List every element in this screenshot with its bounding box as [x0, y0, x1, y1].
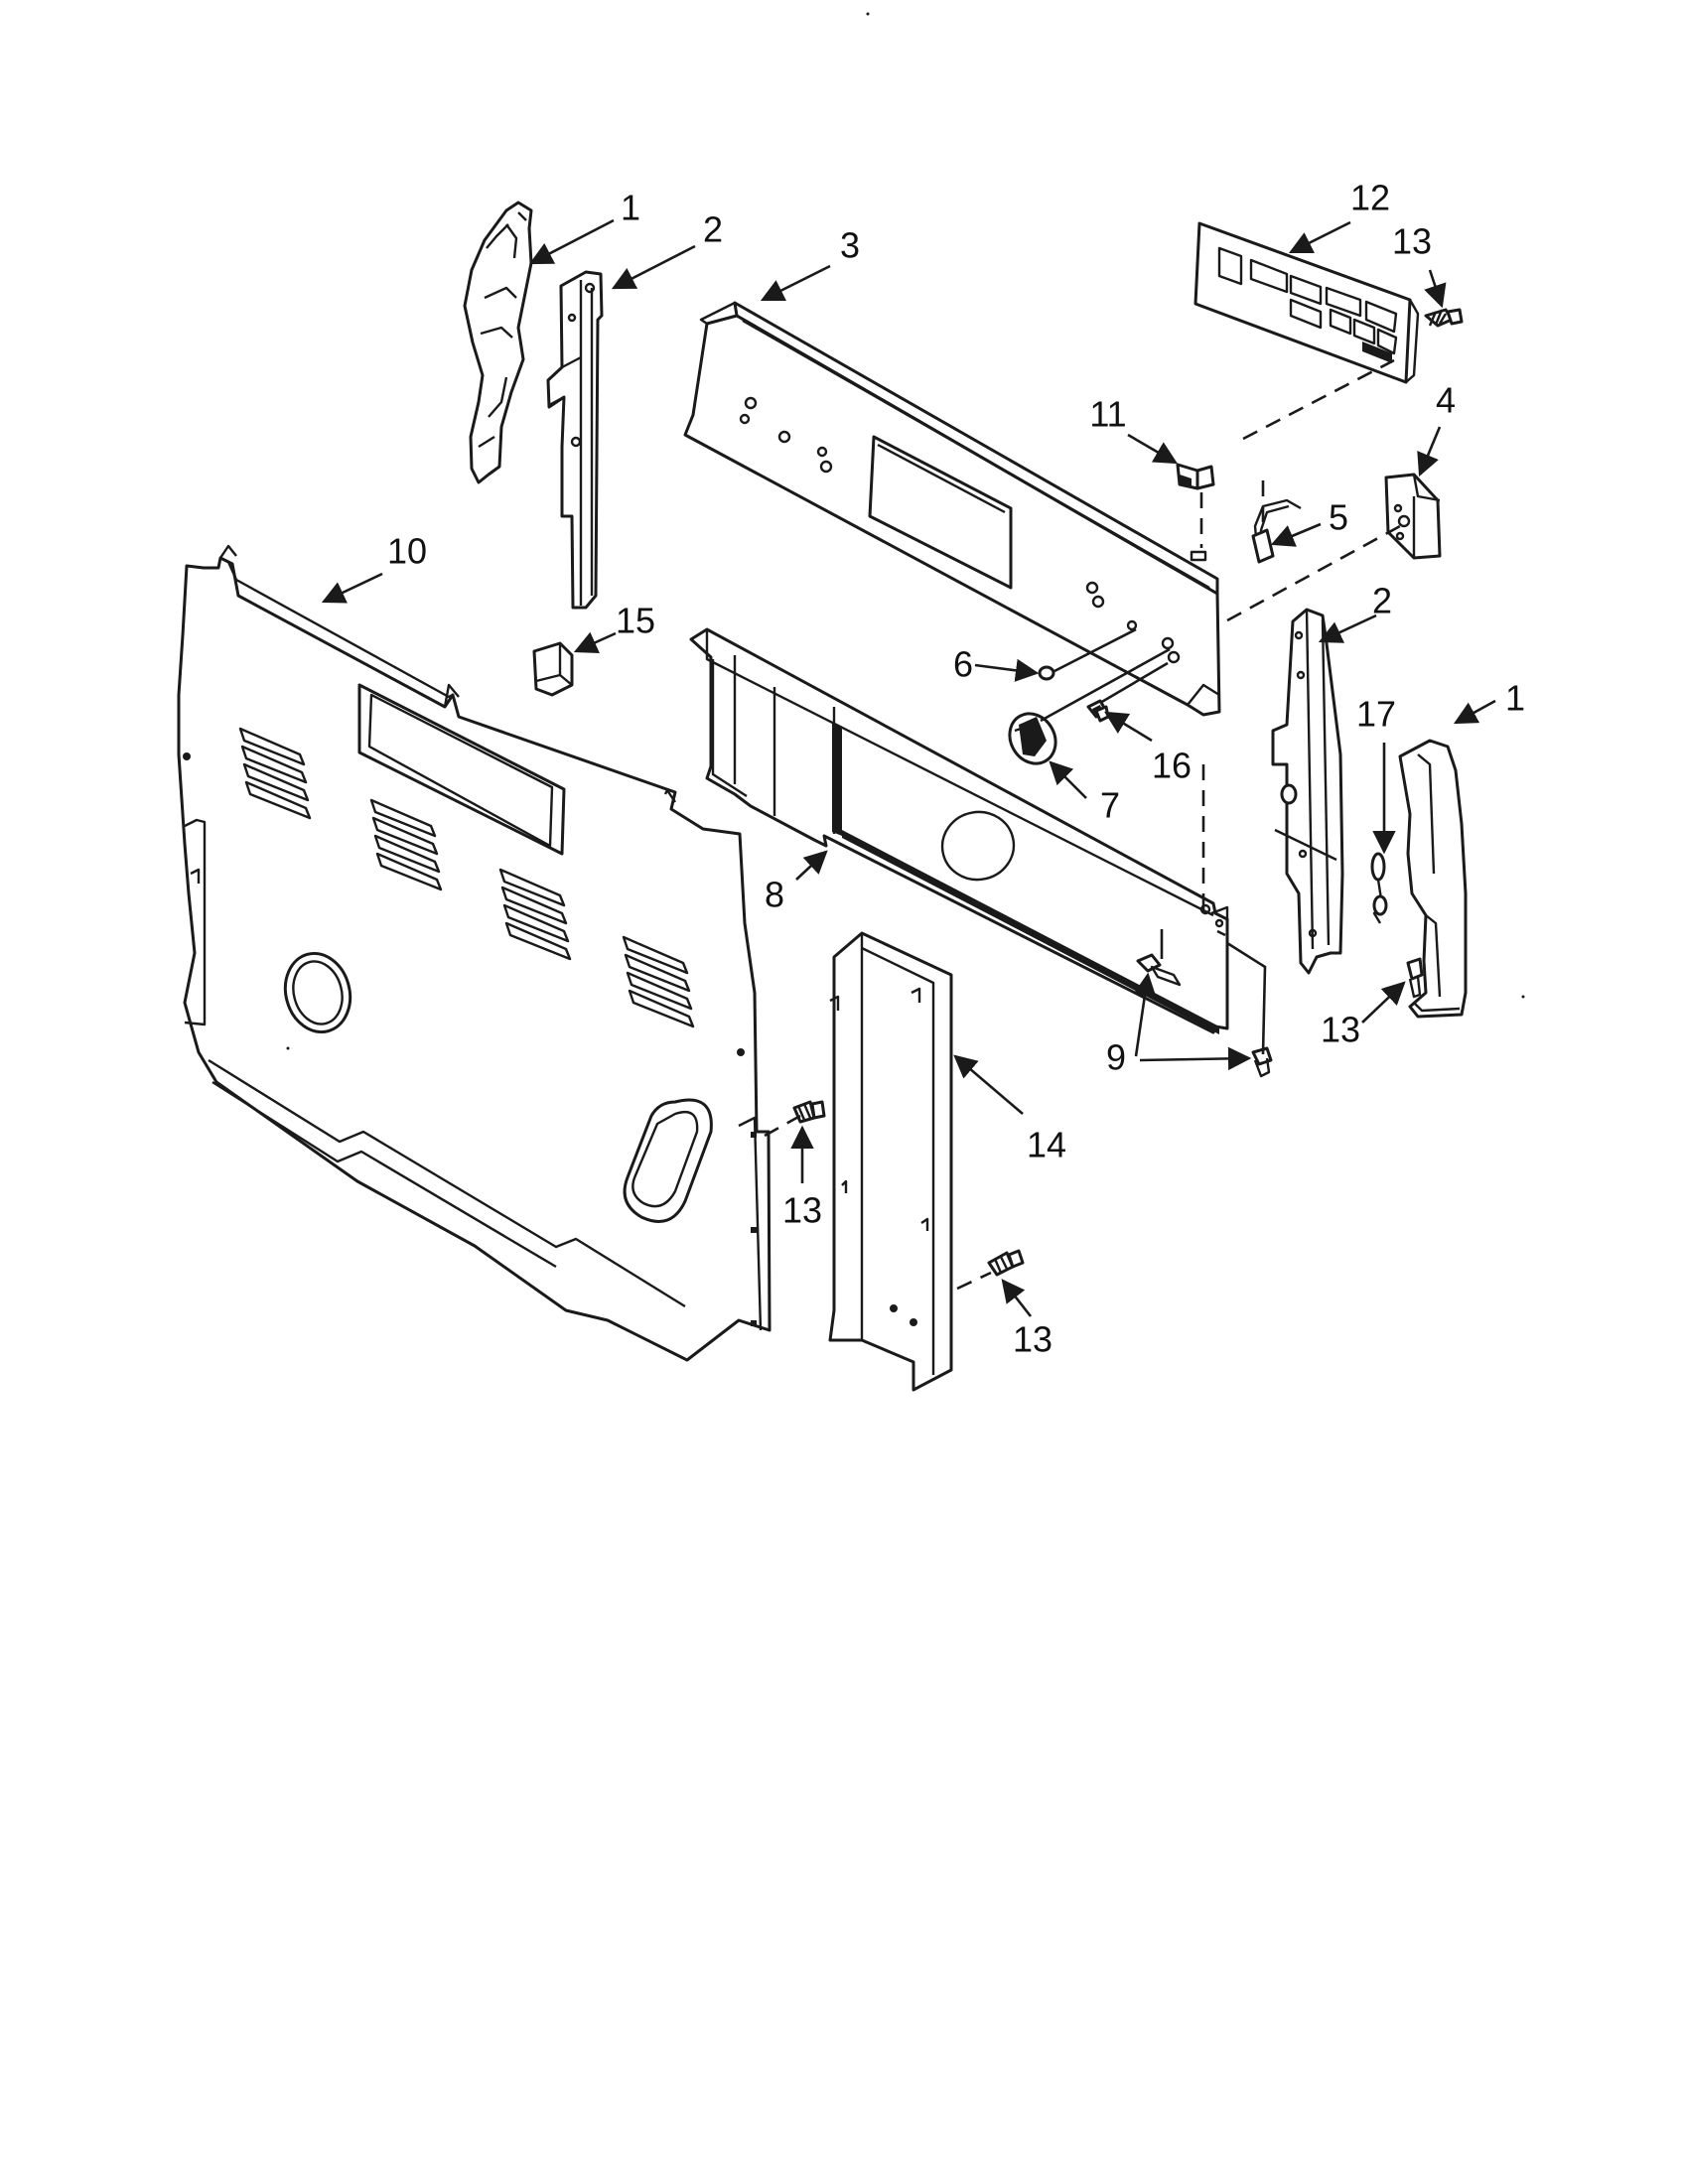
part-8-inner-shield: [689, 627, 1229, 1034]
part-4-control-module: [1384, 473, 1442, 560]
callout-2b: 2: [1372, 581, 1392, 621]
part-13-screw-right: [1406, 957, 1424, 999]
part-16-screw: [1086, 699, 1110, 723]
callout-5: 5: [1329, 497, 1348, 538]
callout-13d: 13: [1013, 1319, 1052, 1360]
callout-2: 2: [703, 209, 723, 250]
part-1-left-side-trim: [463, 201, 533, 484]
callout-3: 3: [840, 225, 860, 266]
part-14-side-channel: [828, 931, 953, 1392]
part-13-screw-left: [792, 1100, 826, 1124]
callout-12: 12: [1350, 178, 1390, 218]
callout-11: 11: [1089, 394, 1126, 435]
callout-labels: 1 2 3 12 13 11 4 5 10 15 2 6 16 17 1 7 8…: [387, 178, 1525, 1360]
callout-4: 4: [1436, 380, 1456, 421]
part-2-left-bracket: [546, 270, 604, 610]
part-1-right-side-trim: [1398, 739, 1468, 1019]
callout-10: 10: [387, 531, 427, 572]
callout-15: 15: [616, 601, 655, 641]
callout-8: 8: [765, 875, 784, 915]
alignment-lines: [764, 358, 1401, 1291]
part-15-clip: [532, 641, 574, 697]
callout-7: 7: [1100, 785, 1120, 826]
stray-dots: [286, 12, 1525, 1050]
part-2-right-bracket: [1271, 608, 1344, 975]
part-3-control-panel: [683, 301, 1221, 717]
part-11-switch: [1176, 463, 1215, 490]
part-9-screws: [1136, 953, 1273, 1078]
callout-14: 14: [1027, 1125, 1066, 1165]
callout-13: 13: [1392, 221, 1432, 262]
callout-9: 9: [1106, 1037, 1126, 1078]
part-12-control-overlay: [1193, 221, 1420, 384]
part-5-wire-harness: [1251, 498, 1302, 564]
callout-13b: 13: [1321, 1010, 1360, 1050]
callout-6: 6: [953, 644, 973, 685]
part-17-wire-clip: [1274, 828, 1388, 924]
part-13-screw-bottom: [987, 1249, 1025, 1277]
callout-17: 17: [1356, 694, 1396, 735]
callout-16: 16: [1152, 746, 1192, 786]
part-13-screw-top: [1424, 308, 1464, 328]
callout-1b: 1: [1505, 678, 1525, 719]
leader-arrows: [321, 218, 1496, 1317]
callout-1: 1: [621, 188, 640, 228]
part-7-knob: [1008, 712, 1057, 765]
part-6-screw: [1038, 665, 1055, 681]
part-10-rear-panel: [177, 544, 772, 1362]
callout-13c: 13: [782, 1190, 822, 1231]
